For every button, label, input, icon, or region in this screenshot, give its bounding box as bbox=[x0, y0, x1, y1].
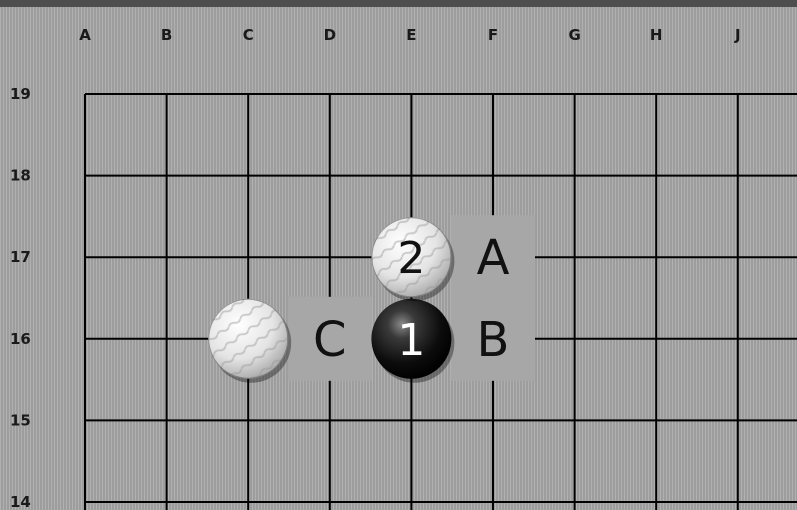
column-label: H bbox=[650, 26, 663, 44]
column-label: J bbox=[734, 26, 741, 44]
row-label: 16 bbox=[10, 330, 31, 348]
column-label: D bbox=[324, 26, 336, 44]
column-label: F bbox=[488, 26, 498, 44]
column-label: B bbox=[161, 26, 172, 44]
row-label: 19 bbox=[10, 85, 31, 103]
column-label: E bbox=[406, 26, 416, 44]
white-stone[interactable]: 2 bbox=[371, 217, 454, 301]
stone-move-number: 1 bbox=[397, 315, 425, 366]
row-label: 17 bbox=[10, 248, 31, 266]
row-label: 18 bbox=[10, 167, 31, 185]
move-marker-c[interactable]: C bbox=[313, 312, 347, 368]
white-stone[interactable] bbox=[208, 299, 291, 383]
column-label: A bbox=[79, 26, 91, 44]
row-label: 14 bbox=[10, 493, 31, 510]
column-label: G bbox=[568, 26, 580, 44]
stone-move-number: 2 bbox=[397, 233, 425, 284]
move-marker-a[interactable]: A bbox=[477, 230, 510, 286]
black-stone[interactable]: 1 bbox=[371, 299, 454, 383]
column-label: C bbox=[243, 26, 254, 44]
move-marker-b[interactable]: B bbox=[477, 312, 510, 368]
row-label: 15 bbox=[10, 411, 31, 429]
